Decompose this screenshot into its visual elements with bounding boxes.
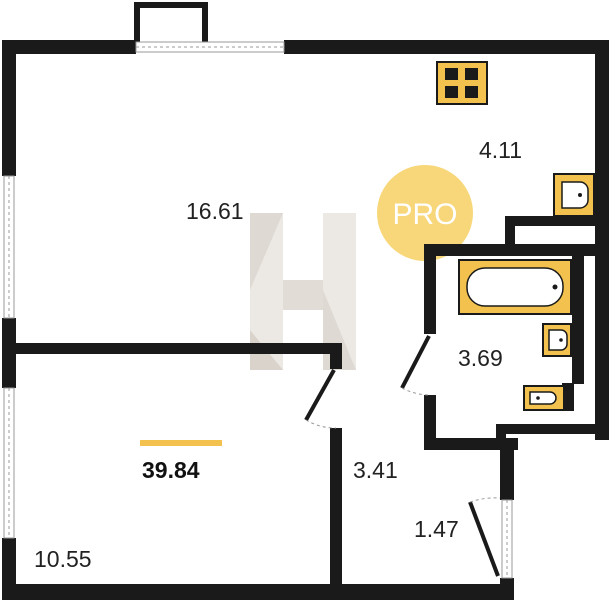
pro-badge-text: PRO	[392, 198, 457, 231]
stove-icon	[436, 61, 488, 105]
windows	[3, 41, 513, 579]
total-area-label: 39.84	[142, 457, 200, 483]
area-label-bedroom: 10.55	[34, 546, 92, 572]
area-label-kitchen: 4.11	[479, 137, 522, 163]
entry-door	[468, 501, 500, 577]
doors	[304, 335, 501, 577]
area-label-hall: 3.41	[353, 457, 398, 483]
washbasin-icon	[542, 323, 572, 357]
bedroom-door	[304, 369, 336, 421]
total-area-accent-bar	[140, 440, 222, 446]
sink-icon	[553, 173, 595, 217]
pro-badge: PRO	[377, 165, 473, 261]
toilet-icon	[523, 383, 574, 411]
area-label-living: 16.61	[186, 198, 244, 224]
area-label-entry: 1.47	[414, 516, 459, 542]
area-label-bathroom: 3.69	[458, 345, 503, 371]
bathtub-icon	[458, 259, 572, 315]
bathroom-door	[400, 335, 431, 389]
